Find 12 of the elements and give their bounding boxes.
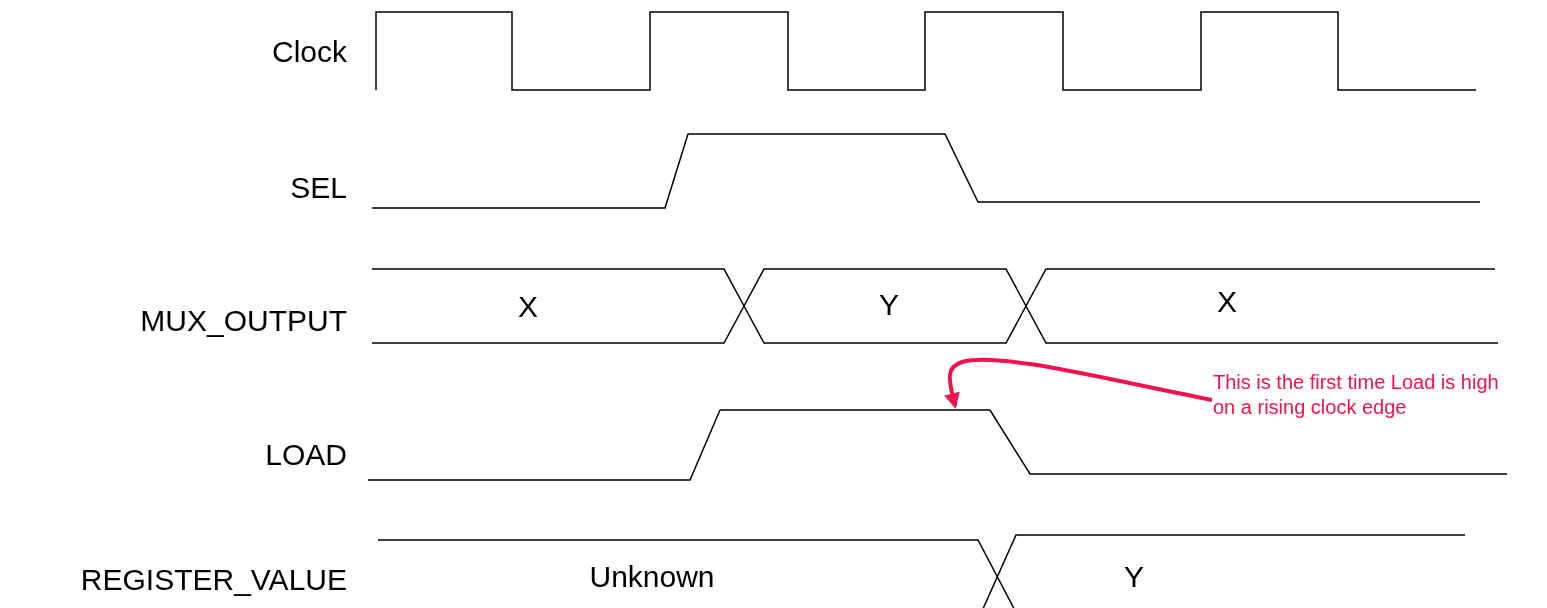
bus-value: X xyxy=(518,292,538,322)
bus-value: Y xyxy=(879,290,899,320)
bus-value: X xyxy=(1217,287,1237,317)
bus-value: Y xyxy=(1124,562,1144,592)
signal-name: LOAD xyxy=(265,440,347,470)
leader-arrow xyxy=(944,357,1213,410)
bus-value: Unknown xyxy=(589,562,715,592)
signal-name: REGISTER_VALUE xyxy=(80,565,347,595)
signal-name: Clock xyxy=(272,37,347,67)
callout-note: This is the first time Load is high on a rising clock edge xyxy=(1213,370,1523,420)
signal-name: SEL xyxy=(290,173,347,203)
signal-name: MUX_OUTPUT xyxy=(140,306,347,336)
